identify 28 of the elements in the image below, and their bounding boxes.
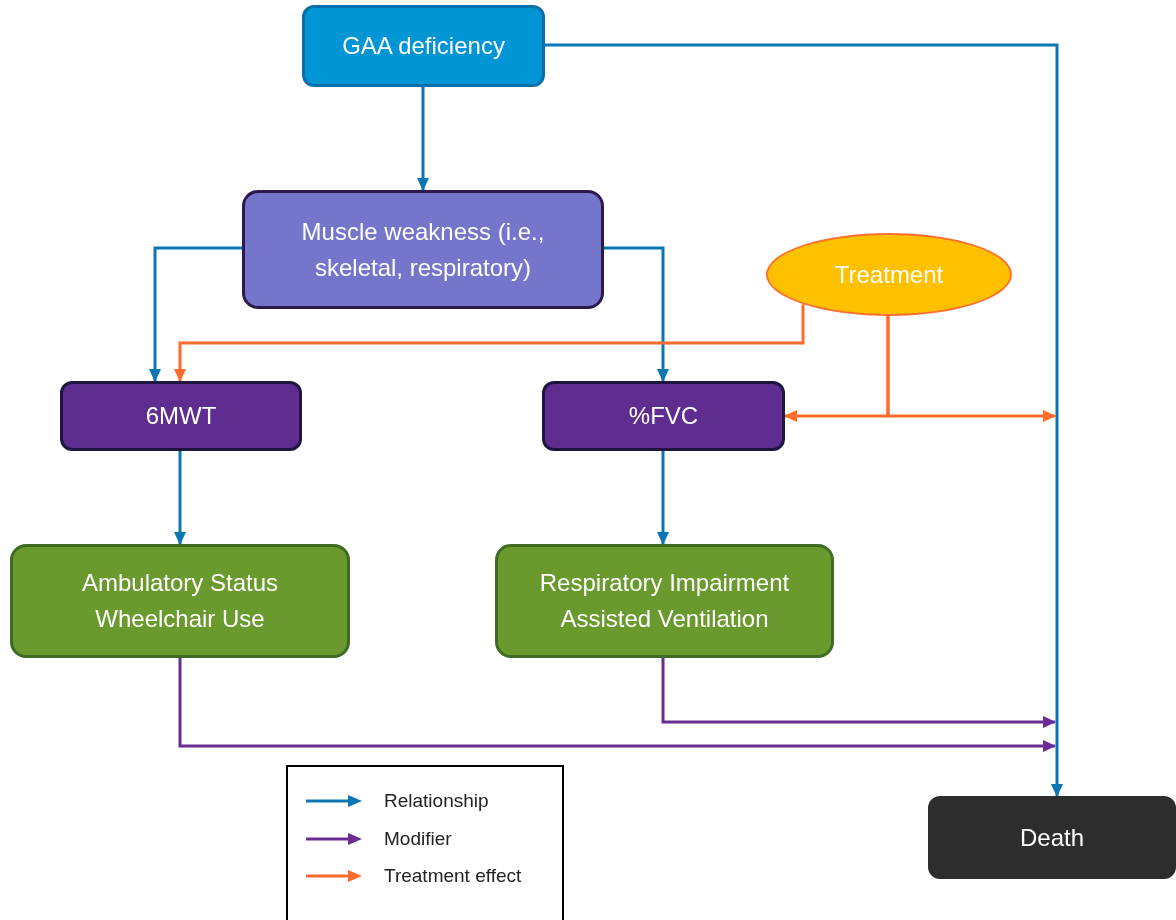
measure-box [60, 381, 302, 451]
arrow [417, 87, 429, 191]
legend-label: Treatment effect [384, 864, 522, 888]
node-label: Death [1019, 822, 1084, 853]
arrow [149, 246, 242, 382]
node-label: Ambulatory Status Wheelchair Use [80, 568, 280, 634]
node-label: %FVC [628, 401, 699, 431]
process-box [302, 5, 545, 87]
arrow [178, 658, 1056, 752]
measure-box [542, 381, 785, 451]
arrow [886, 316, 1056, 422]
arrow [174, 304, 805, 382]
outcome-box [495, 544, 834, 658]
arrow [657, 451, 669, 545]
node-label: 6MWT [145, 401, 217, 431]
arrow [174, 451, 186, 545]
node-label: Respiratory Impairment Assisted Ventilation [538, 568, 791, 634]
outcome-box [928, 796, 1176, 879]
arrow [604, 246, 669, 382]
node-label: Muscle weakness (i.e., skeletal, respiratory) [300, 216, 546, 283]
legend-label: Relationship [384, 789, 489, 813]
outcome-box [10, 544, 350, 658]
node-label: GAA deficiency [342, 31, 505, 61]
arrow [545, 43, 1063, 797]
process-box [242, 190, 604, 309]
arrow [661, 658, 1056, 728]
node-label: Treatment [834, 259, 944, 290]
legend-label: Modifier [384, 826, 452, 851]
